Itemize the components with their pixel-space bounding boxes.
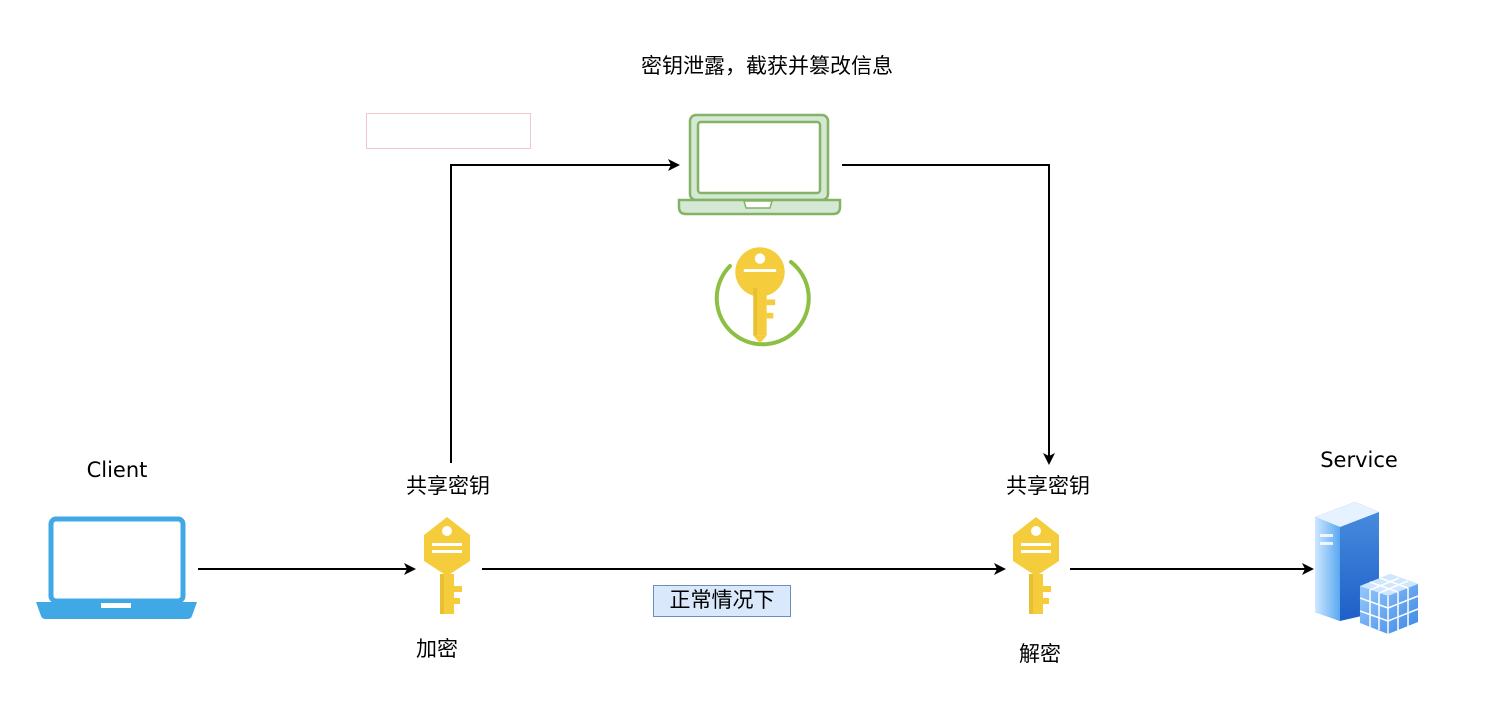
- normal-path-badge: 正常情况下: [653, 585, 791, 617]
- leaked-key-icon: [714, 247, 811, 347]
- attacker-title: 密钥泄露，截获并篡改信息: [641, 54, 893, 78]
- left-shared-key-label: 共享密钥: [406, 474, 490, 498]
- empty-label-box: [366, 113, 531, 149]
- client-label: Client: [86, 458, 148, 482]
- attacker-laptop-icon: [677, 113, 842, 216]
- encrypt-label: 加密: [416, 637, 458, 661]
- decrypt-label: 解密: [1019, 642, 1061, 666]
- server-icon: [1315, 502, 1419, 634]
- decrypt-key-icon: [1013, 517, 1059, 614]
- right-shared-key-label: 共享密钥: [1006, 474, 1090, 498]
- service-label: Service: [1320, 448, 1398, 472]
- arrow-leak-to-attacker: [450, 159, 680, 463]
- client-laptop-icon: [36, 516, 197, 619]
- arrow-attacker-to-decrypt-key: [842, 164, 1055, 465]
- encrypt-key-icon: [424, 517, 470, 614]
